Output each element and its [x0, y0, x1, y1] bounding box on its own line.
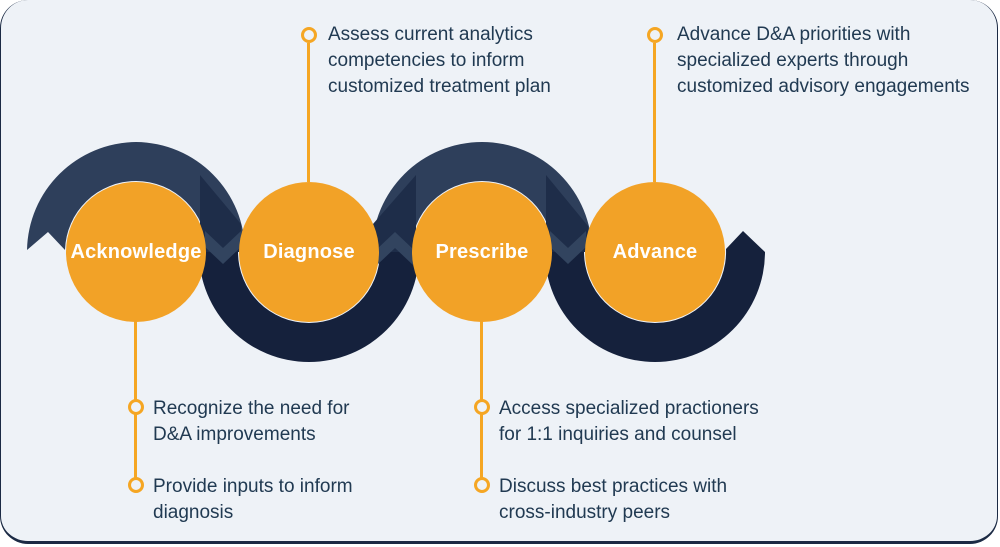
callout-prescribe-item-2: Discuss best practices with cross-indust…: [499, 474, 727, 526]
callout-acknowledge-item-2: Provide inputs to inform diagnosis: [153, 474, 353, 526]
connector-line-diagnose: [307, 43, 310, 182]
bullet-ring-advance-top: [647, 27, 663, 43]
callout-line: specialized experts through: [677, 50, 909, 71]
callout-line: Discuss best practices with: [499, 476, 728, 497]
bullet-ring-acknowledge-2: [128, 477, 144, 493]
callout-line: Recognize the need for: [153, 398, 350, 419]
callout-line: cross-industry peers: [499, 502, 671, 523]
ribbon-chevron-down-3: [550, 231, 586, 264]
ribbon-top-arc-acknowledge: [27, 142, 245, 252]
stage-label-prescribe: Prescribe: [435, 240, 529, 263]
stage-label-advance: Advance: [612, 240, 698, 263]
callout-line: competencies to inform: [328, 50, 525, 71]
connector-line-advance: [653, 43, 656, 182]
bullet-ring-acknowledge-1: [128, 399, 144, 415]
callout-line: diagnosis: [153, 502, 234, 523]
stage-label-acknowledge: Acknowledge: [70, 240, 202, 263]
callout-acknowledge-item-1: Recognize the need for D&A improvements: [153, 396, 349, 448]
callout-advance-top: Advance D&A priorities with specialized …: [677, 22, 970, 100]
callout-line: Access specialized practioners: [499, 398, 759, 419]
stage-circle-acknowledge: Acknowledge: [66, 182, 206, 322]
ribbon-chevron-up-2: [377, 232, 413, 265]
callout-line: customized treatment plan: [328, 76, 551, 97]
bullet-ring-prescribe-1: [474, 399, 490, 415]
bullet-ring-diagnose-top: [301, 27, 317, 43]
callout-line: for 1:1 inquiries and counsel: [499, 424, 737, 445]
callout-line: D&A improvements: [153, 424, 316, 445]
stage-circle-advance: Advance: [585, 182, 725, 322]
ribbon-top-arc-prescribe: [372, 142, 592, 252]
callout-line: Assess current analytics: [328, 24, 533, 45]
bullet-ring-prescribe-2: [474, 477, 490, 493]
callout-line: Advance D&A priorities with: [677, 24, 911, 45]
ribbon-bottom-arc-diagnose: [199, 252, 419, 362]
stage-circle-prescribe: Prescribe: [412, 182, 552, 322]
stage-circle-diagnose: Diagnose: [239, 182, 379, 322]
ribbon-chevron-down-1: [205, 231, 241, 264]
ribbon-junction-wedge-1: [200, 175, 241, 252]
ribbon-bottom-arc-advance-arrow: [545, 231, 765, 362]
callout-diagnose-top: Assess current analytics competencies to…: [328, 22, 551, 100]
ribbon-junction-wedge-3: [546, 175, 588, 252]
ribbon-junction-wedge-2: [373, 175, 416, 252]
callout-line: Provide inputs to inform: [153, 476, 353, 497]
stage-label-diagnose: Diagnose: [263, 240, 355, 263]
callout-prescribe-item-1: Access specialized practioners for 1:1 i…: [499, 396, 759, 448]
callout-line: customized advisory engagements: [677, 76, 970, 97]
